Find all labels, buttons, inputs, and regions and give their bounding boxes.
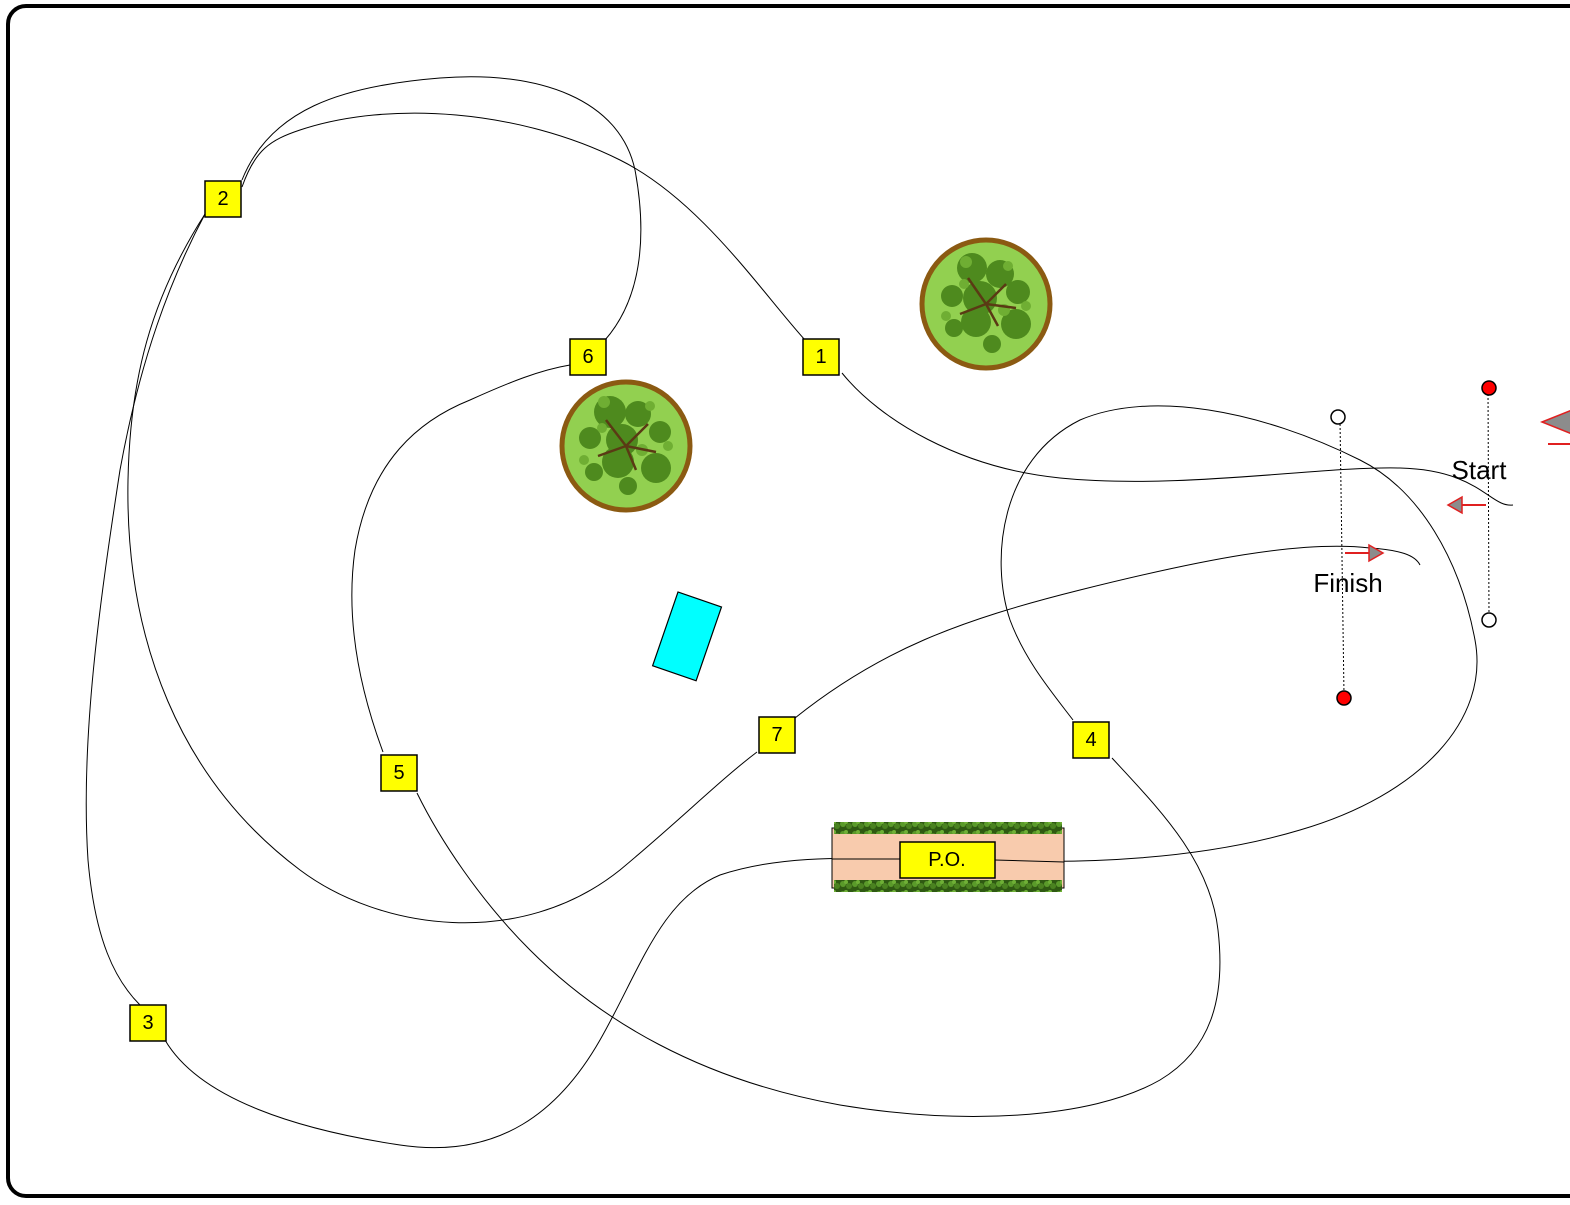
course-leg-po-to-right-loop xyxy=(994,405,1478,862)
marker-2-label: 2 xyxy=(217,188,228,210)
finish-flag-red xyxy=(1336,690,1352,706)
marker-1: 1 xyxy=(802,338,840,376)
marker-5: 5 xyxy=(380,754,418,792)
course-leg-2-to-3 xyxy=(85,213,206,1006)
marker-1-label: 1 xyxy=(815,346,826,368)
tree-icon xyxy=(919,237,1053,371)
arrow-right-icon xyxy=(1345,543,1385,563)
marker-2: 2 xyxy=(204,180,242,218)
course-leg-start-to-1 xyxy=(841,372,1514,506)
course-leg-6-to-2 xyxy=(241,76,642,341)
marker-5-label: 5 xyxy=(393,762,404,784)
marker-6: 6 xyxy=(569,338,607,376)
finish-label: Finish xyxy=(1313,568,1382,598)
tree-icon xyxy=(559,379,693,513)
cyan-object xyxy=(651,591,723,682)
diagram-frame xyxy=(6,4,1570,1198)
course-path xyxy=(85,76,1514,1149)
pen-label-box xyxy=(899,841,996,879)
course-leg-3-to-po xyxy=(164,857,901,1149)
course-leg-5-to-6 xyxy=(351,364,571,753)
pen-obstacle: P.O. xyxy=(831,822,1065,892)
arrow-left-icon xyxy=(1446,495,1486,515)
finish-flag-white xyxy=(1330,409,1346,425)
finish-gate xyxy=(1330,409,1352,706)
marker-4-label: 4 xyxy=(1085,729,1096,751)
course-leg-4-to-5 xyxy=(416,757,1221,1117)
hedge-bottom xyxy=(834,880,1062,892)
hedge-top xyxy=(834,822,1062,834)
start-gate xyxy=(1481,380,1497,628)
course-leg-7-to-finish xyxy=(794,545,1421,719)
marker-7-label: 7 xyxy=(771,724,782,746)
marker-7: 7 xyxy=(758,716,796,754)
marker-4: 4 xyxy=(1072,721,1110,759)
marker-3: 3 xyxy=(129,1004,167,1042)
triangle-left-icon xyxy=(1539,409,1570,445)
pen-label: P.O. xyxy=(928,849,965,871)
start-flag-red xyxy=(1481,380,1497,396)
start-flag-white xyxy=(1481,612,1497,628)
start-label: Start xyxy=(1452,455,1508,485)
marker-6-label: 6 xyxy=(582,346,593,368)
course-leg-1-to-2 xyxy=(241,112,806,341)
marker-3-label: 3 xyxy=(142,1012,153,1034)
